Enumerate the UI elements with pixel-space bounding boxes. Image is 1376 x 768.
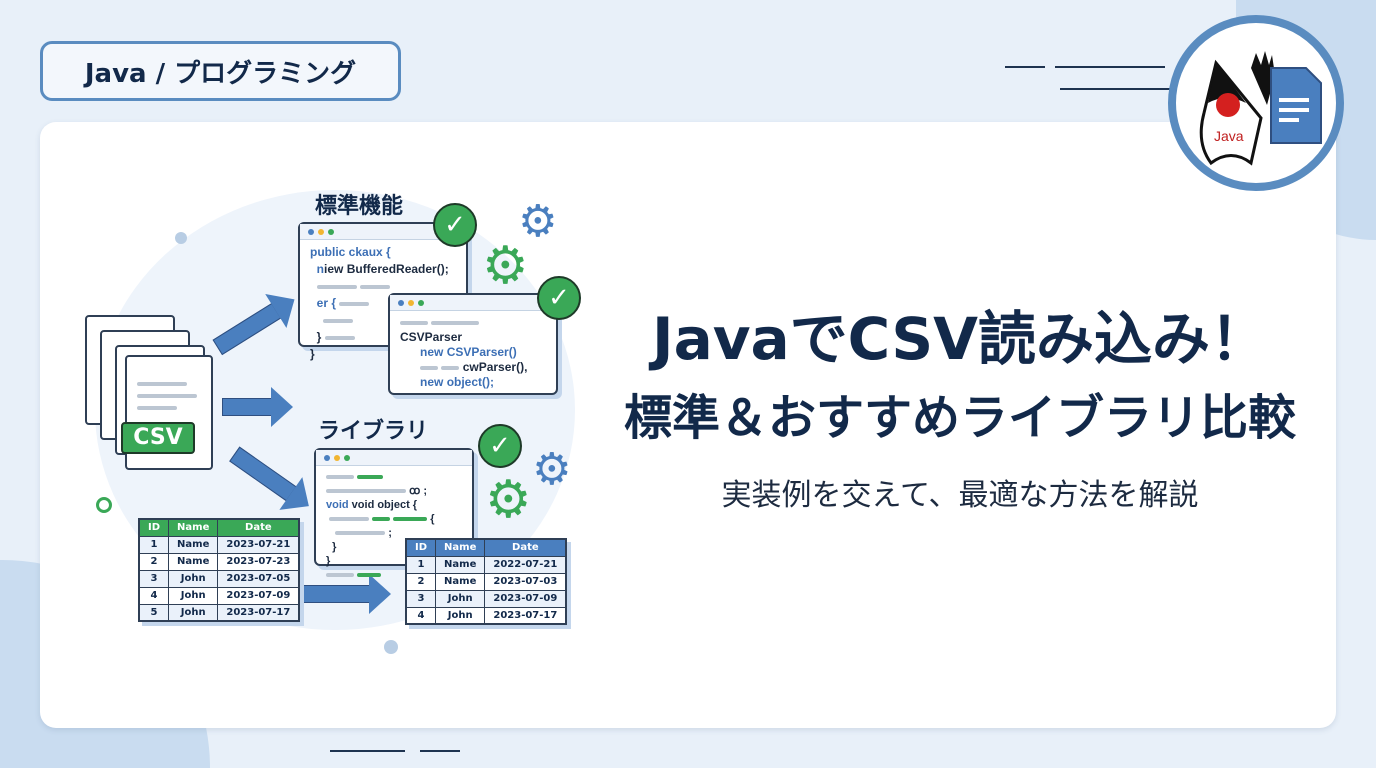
arrow-icon (295, 574, 391, 614)
deco-ring (96, 497, 112, 513)
library-heading: ライブラリ (318, 419, 429, 444)
code-window-standard: public ckaux { niew BufferedReader(); er… (298, 222, 468, 361)
gear-icon: ⚙ (532, 444, 572, 495)
gear-icon: ⚙ (518, 196, 558, 247)
deco-line (420, 750, 460, 752)
deco-line (1055, 66, 1165, 68)
gear-icon: ⚙ (482, 236, 529, 296)
code-window-library: ꝏ ; void void object { { ; } } (314, 448, 474, 578)
headline-line2: 標準＆おすすめライブラリ比較 (623, 390, 1296, 446)
check-icon: ✓ (537, 276, 581, 320)
svg-text:Java: Java (1214, 128, 1244, 144)
deco-dot (384, 640, 398, 654)
gear-icon: ⚙ (485, 470, 532, 530)
headline-line1: JavaでCSV読み込み！ (652, 305, 1268, 373)
deco-line (1005, 66, 1045, 68)
subtitle: 実装例を交えて、最適な方法を解説 (721, 478, 1199, 513)
standard-heading: 標準機能 (315, 194, 404, 219)
java-mascot-icon: Java (1199, 51, 1322, 166)
deco-line (1060, 88, 1170, 90)
java-logo-badge: Java (1168, 15, 1344, 191)
arrow-icon (222, 387, 293, 427)
category-tag[interactable]: Java / プログラミング (40, 41, 401, 101)
check-icon: ✓ (433, 203, 477, 247)
csv-file-icon: CSV (121, 355, 213, 470)
deco-line (330, 750, 405, 752)
check-icon: ✓ (478, 424, 522, 468)
csv-label: CSV (121, 422, 195, 454)
code-window-parser: CSVParser new CSVParser() cwParser(), ne… (388, 293, 558, 395)
deco-dot (175, 232, 187, 244)
